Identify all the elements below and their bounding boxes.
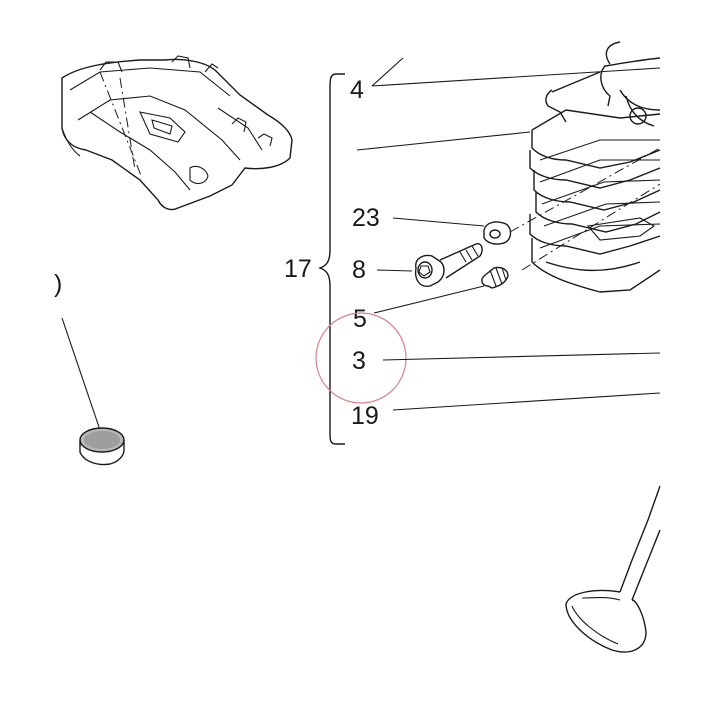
cylinder-head-fragment [61, 55, 293, 211]
washer-part [483, 221, 512, 245]
callout-3: 3 [352, 347, 366, 375]
callout-23: 23 [352, 204, 380, 232]
callout-5: 5 [353, 305, 367, 333]
highlight-circle [315, 312, 407, 404]
callout-partial: ) [54, 270, 62, 298]
callout-19: 19 [351, 402, 379, 430]
callout-8: 8 [352, 256, 366, 284]
valve-part [565, 485, 661, 653]
valve-spring-assembly [509, 41, 661, 293]
leader-lines [61, 57, 661, 431]
bolt-part [414, 243, 483, 287]
shim-cap-part [79, 427, 125, 466]
group-brace [317, 73, 345, 445]
callout-17: 17 [284, 255, 312, 283]
callout-4: 4 [350, 76, 364, 104]
grub-screw-part [481, 266, 509, 289]
